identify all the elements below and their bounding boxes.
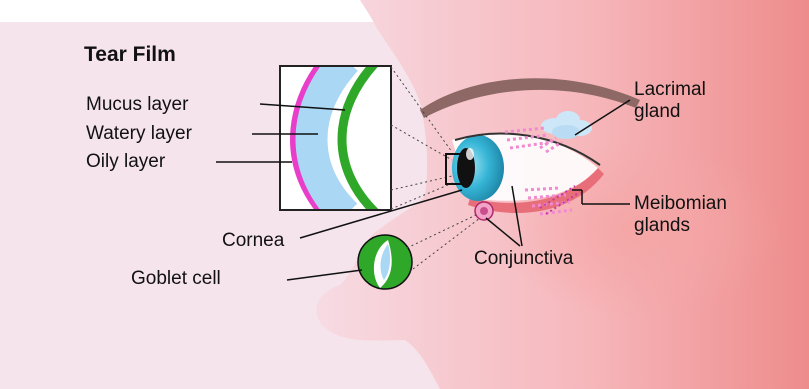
eye-highlight [466,148,474,160]
lacrimal-gland-label-line2: gland [634,101,681,123]
oily-layer-label: Oily layer [86,151,165,173]
meibomian-glands-label-line1: Meibomian [634,193,727,215]
mucus-layer-label: Mucus layer [86,94,188,116]
cornea-label: Cornea [222,230,284,252]
goblet-cell-label: Goblet cell [131,268,221,290]
lacrimal-gland-label-line1: Lacrimal [634,79,706,101]
meibomian-glands-label-line2: glands [634,215,690,237]
diagram-title: Tear Film [84,44,176,66]
goblet-cell-shape [358,235,412,289]
watery-layer-label: Watery layer [86,123,192,145]
conjunctiva-label: Conjunctiva [474,248,573,270]
top-white-band [0,0,400,22]
conjunctiva-marker-center [480,207,488,215]
